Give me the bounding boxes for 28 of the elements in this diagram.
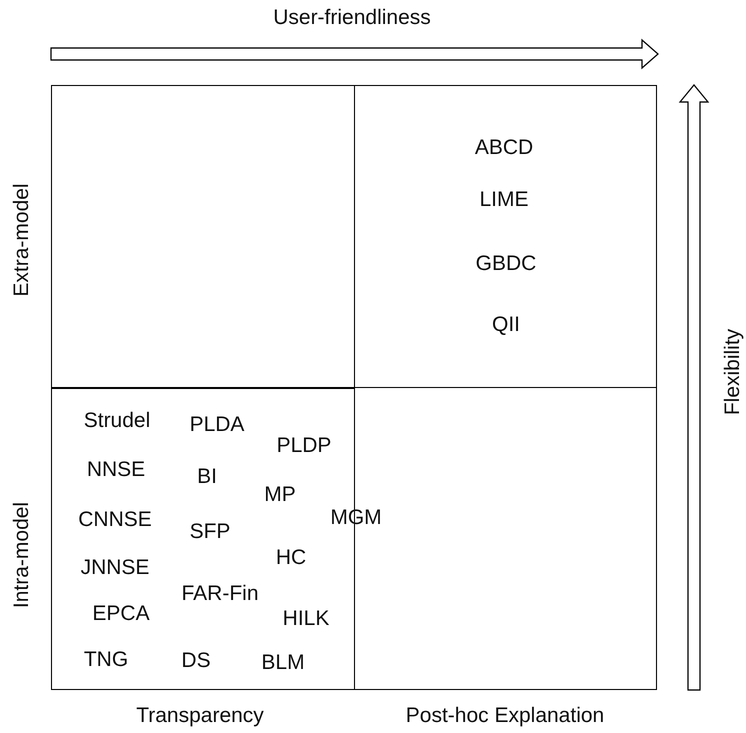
method-label: CNNSE: [78, 508, 152, 532]
quadrant-box: [354, 85, 657, 388]
axis-title: Flexibility: [721, 328, 745, 416]
method-label: BI: [197, 465, 217, 489]
method-label: HILK: [282, 607, 330, 631]
column-label: Transparency: [136, 704, 264, 728]
row-label: Extra-model: [10, 183, 34, 297]
column-label: Post-hoc Explanation: [406, 704, 604, 728]
method-label: GBDC: [476, 252, 536, 276]
method-label: QII: [492, 313, 520, 337]
method-label: ABCD: [474, 136, 534, 160]
method-label: JNNSE: [80, 556, 150, 580]
method-label: EPCA: [92, 602, 150, 626]
method-label: FAR-Fin: [182, 582, 258, 606]
method-label: BLM: [261, 651, 305, 675]
method-label: LIME: [480, 188, 528, 212]
method-label: PLDP: [276, 434, 332, 458]
row-label: Intra-model: [10, 502, 34, 608]
method-label: DS: [181, 649, 211, 673]
method-label: HC: [276, 546, 306, 570]
method-label: TNG: [84, 648, 128, 672]
method-label: Strudel: [84, 409, 150, 433]
method-label: MP: [264, 483, 296, 507]
quadrant-box: [51, 85, 355, 388]
method-label: NNSE: [86, 458, 146, 482]
axis-title: User-friendliness: [273, 6, 431, 30]
method-label: SFP: [190, 520, 230, 544]
method-label: PLDA: [190, 413, 244, 437]
